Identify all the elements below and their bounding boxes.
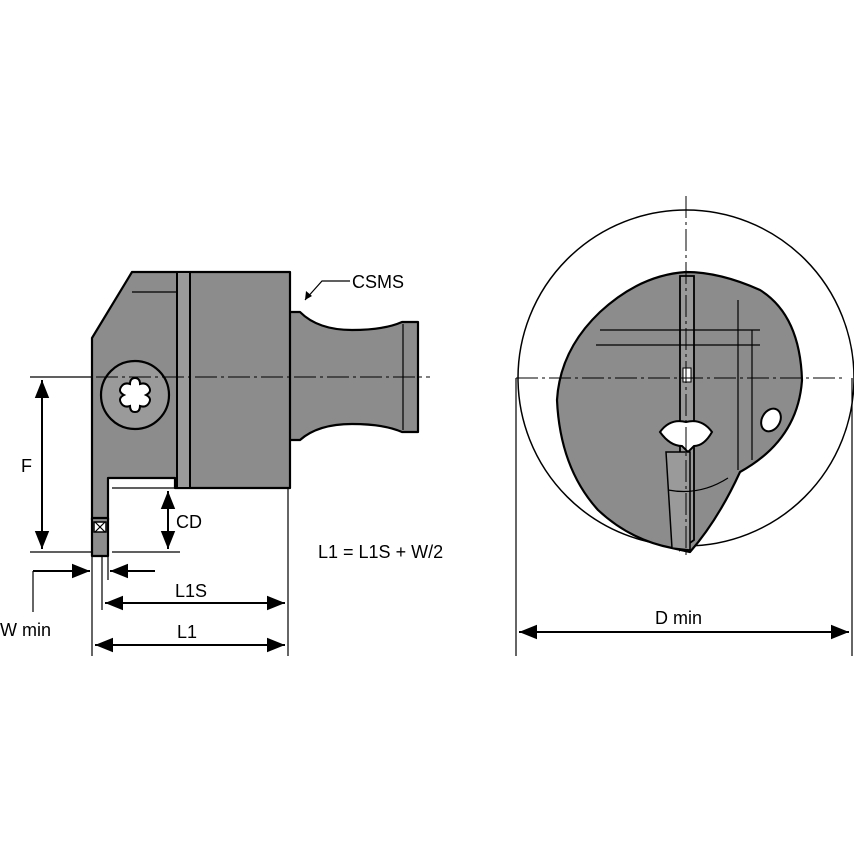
clamp-band <box>176 271 191 489</box>
cd-label: CD <box>176 512 202 532</box>
front-view <box>515 196 854 656</box>
l1-label: L1 <box>177 622 197 642</box>
d-min-label: D min <box>655 608 702 628</box>
l1s-label: L1S <box>175 581 207 601</box>
csms-label: CSMS <box>352 272 404 292</box>
torx-icon <box>119 376 151 414</box>
side-view <box>30 270 430 656</box>
w-min-label: W min <box>0 620 51 640</box>
coupling-shank <box>286 310 420 442</box>
f-label: F <box>21 456 32 476</box>
formula-label: L1 = L1S + W/2 <box>318 542 443 562</box>
